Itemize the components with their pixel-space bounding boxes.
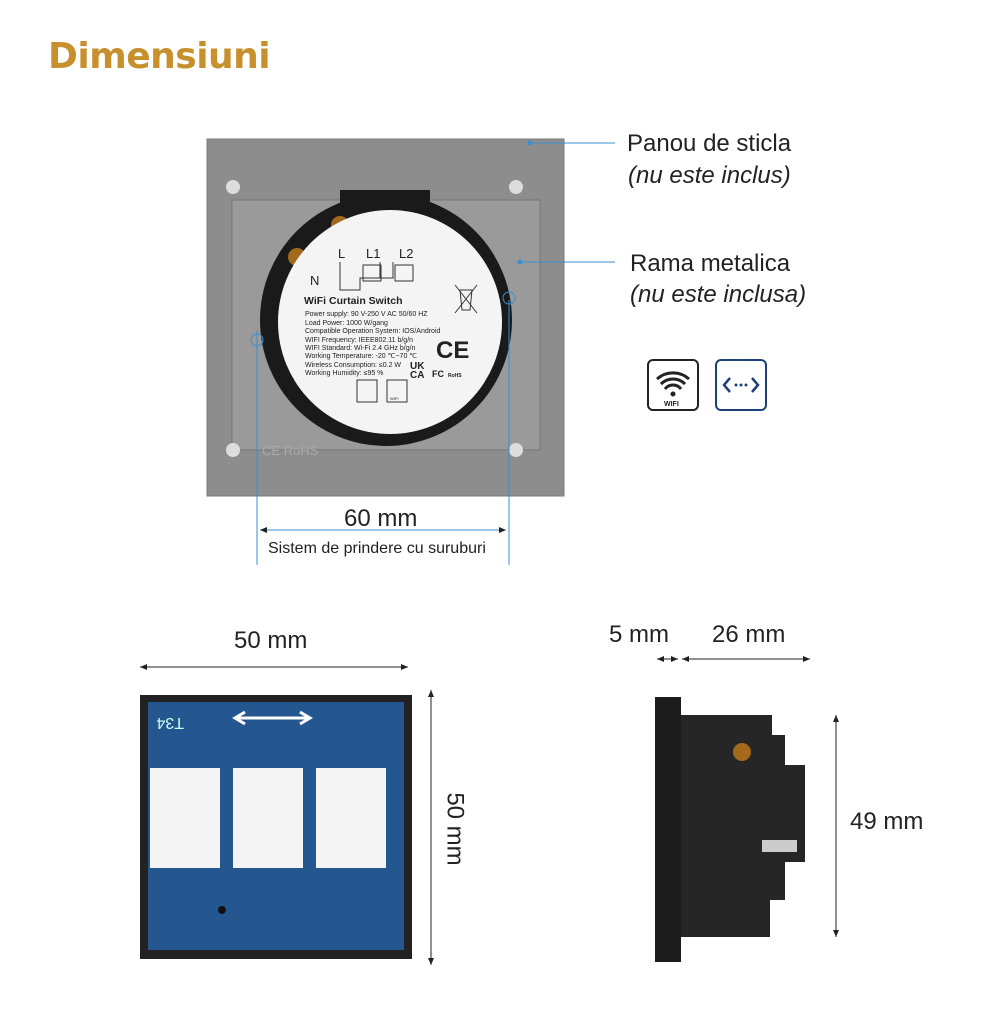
device-label-text: L L1 L2 N WiFi Curtain Switch Power supp… bbox=[304, 246, 478, 403]
leader-lines bbox=[250, 140, 615, 565]
metal-frame-note: (nu este inclusa) bbox=[630, 281, 807, 308]
svg-text:Power supply: 90 V-250 V AC 5: Power supply: 90 V-250 V AC 50/60 HZ bbox=[305, 311, 428, 318]
svg-text:Wireless Consumption: ≤0.2 W: Wireless Consumption: ≤0.2 W bbox=[305, 362, 401, 369]
glass-panel-note: (nu este inclus) bbox=[628, 162, 791, 189]
svg-text:UK: UK bbox=[410, 361, 425, 372]
dimension-lines bbox=[140, 656, 839, 965]
svg-text:Load Power: 1000 W/gang: Load Power: 1000 W/gang bbox=[305, 320, 388, 327]
metal-frame-label: Rama metalica bbox=[630, 250, 791, 277]
mount-width-dimension: 60 mm bbox=[344, 505, 418, 532]
back-view: CE RoHS bbox=[206, 138, 565, 497]
curtain-arrows-icon bbox=[715, 359, 767, 411]
svg-text:Compatible Operation System: I: Compatible Operation System: IOS/Android bbox=[305, 328, 441, 335]
svg-text:RoHS: RoHS bbox=[448, 373, 462, 379]
svg-text:WIFI Standard: Wi-Fi 2.4 GHz b: WIFI Standard: Wi-Fi 2.4 GHz b/g/n bbox=[305, 345, 416, 352]
svg-text:Working Humidity: ≤95 %: Working Humidity: ≤95 % bbox=[305, 370, 383, 377]
side-height-dimension: 49 mm bbox=[850, 808, 924, 835]
svg-text:CA: CA bbox=[410, 370, 424, 381]
svg-text:N: N bbox=[310, 273, 319, 288]
svg-text:L2: L2 bbox=[399, 246, 413, 261]
front-width-dimension: 50 mm bbox=[234, 627, 308, 654]
plate-marks: CE RoHS bbox=[262, 443, 319, 458]
side-view bbox=[655, 697, 805, 962]
svg-text:WIFI Frequency: IEEE802.11 b/g: WIFI Frequency: IEEE802.11 b/g/n bbox=[305, 337, 413, 344]
mount-caption: Sistem de prindere cu suruburi bbox=[268, 540, 486, 557]
side-front-dimension: 5 mm bbox=[609, 621, 669, 648]
glass-panel-label: Panou de sticla bbox=[627, 130, 792, 157]
svg-text:FC: FC bbox=[432, 369, 444, 379]
page-title: Dimensiuni bbox=[48, 36, 271, 77]
svg-text:WIFI: WIFI bbox=[664, 401, 679, 408]
svg-text:L1: L1 bbox=[366, 246, 380, 261]
device-label bbox=[278, 210, 502, 434]
wifi-icon: WIFI bbox=[647, 359, 699, 411]
front-height-dimension: 50 mm bbox=[441, 792, 469, 866]
pcb-marking: T34 bbox=[156, 714, 184, 731]
front-view: T34 bbox=[140, 695, 412, 959]
svg-text:L: L bbox=[338, 246, 345, 261]
side-depth-dimension: 26 mm bbox=[712, 621, 786, 648]
weee-icon bbox=[454, 284, 478, 314]
svg-text:WiFi Curtain Switch: WiFi Curtain Switch bbox=[304, 295, 403, 307]
ce-mark: CE bbox=[436, 337, 469, 364]
svg-text:Working Temperature: -20 ℃~70: Working Temperature: -20 ℃~70 ℃ bbox=[305, 353, 417, 360]
svg-text:WIFI: WIFI bbox=[390, 396, 398, 401]
